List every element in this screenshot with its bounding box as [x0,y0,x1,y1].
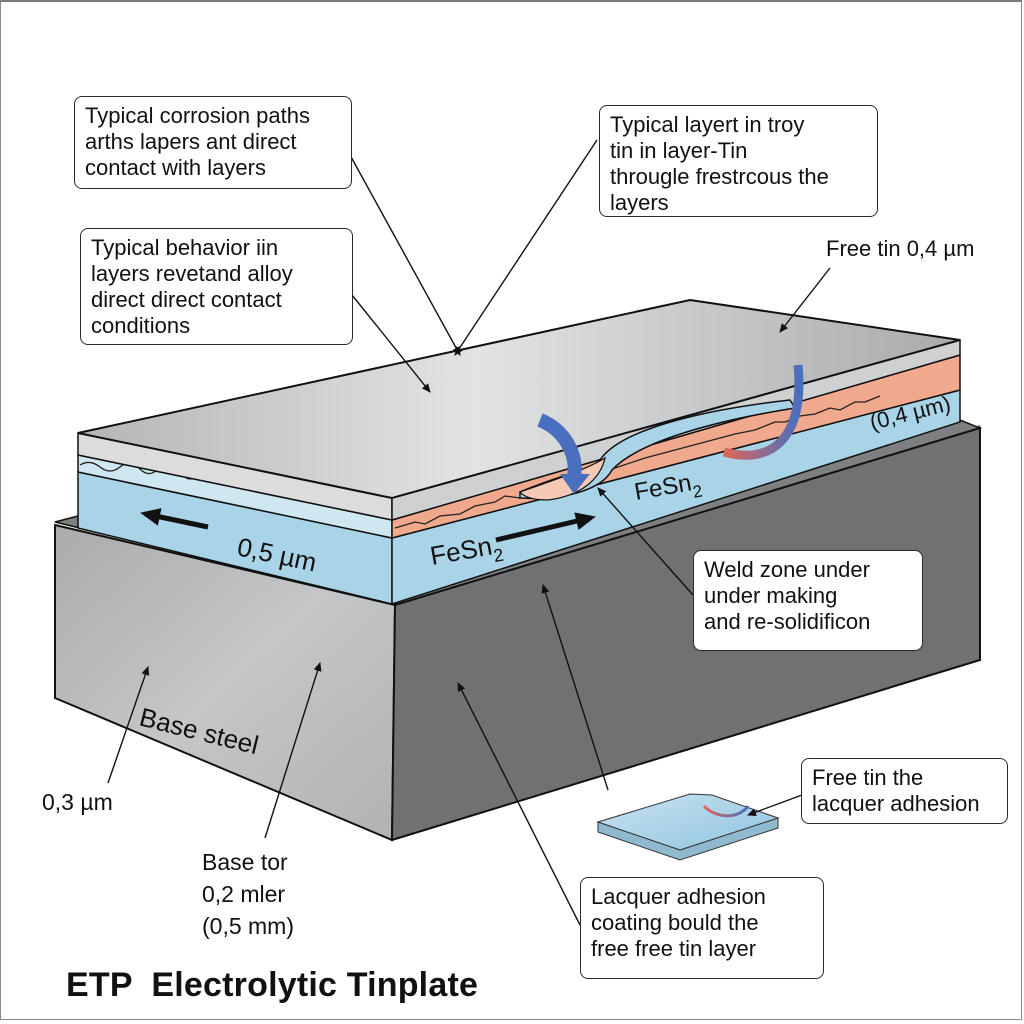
lacquer-chip [596,793,780,861]
right-dimension-arrow [495,512,596,543]
leader-lines [107,139,831,926]
callout-corrosion-paths: Typical corrosion paths arths lapers ant… [74,96,352,189]
callout-weld-zone: Weld zone under under making and re-soli… [693,550,923,651]
leader-lacquer-adhesion [457,682,581,926]
leader-free-tin-lacquer [747,794,803,816]
steel-side-face [390,426,981,842]
callout-behavior-layers: Typical behavior iin layers revetand all… [80,228,353,345]
blue-diffusion-arrow [536,413,582,480]
leader-corrosion [349,154,461,356]
fesn2-left-sub: 2 [492,545,505,566]
free-tin-thickness-label: Free tin 0,4 µm [826,236,975,261]
thickness-03-label: 0,3 µm [42,789,113,815]
callout-lacquer-adhesion: Lacquer adhesion coating bould the free … [580,877,824,979]
red-blue-flow-arrow [722,364,804,460]
fesn2-right-label: FeSn2 [632,468,704,512]
lacquer-chip-top [596,793,780,851]
base-tor-label: Base tor 0,2 mler (0,5 mm) [202,849,294,939]
tin-top-face [77,298,961,500]
blue-diffusion-arrowhead [560,474,590,494]
fesn2-right-sub: 2 [691,481,704,501]
svg-text:FeSn2: FeSn2 [632,468,704,512]
lacquer-chip-arrow [702,804,750,818]
leader-base-tor [264,662,322,839]
wavy-interface-side [394,395,881,529]
callout-free-tin-lacquer: Free tin the lacquer adhesion [801,758,1008,824]
leader-free-tin [779,267,831,333]
diagram-title: ETP Electrolytic Tinplate [66,966,479,1004]
leader-weld-zone [597,487,694,596]
leader-behavior [351,294,431,393]
leader-tin-layer [454,139,598,356]
left-dimension-arrow [140,508,209,530]
leader-03 [107,666,150,784]
leader-lacquer-top [541,584,609,791]
callout-tin-layer: Typical layert in troy tin in layer-Tin … [599,105,878,217]
